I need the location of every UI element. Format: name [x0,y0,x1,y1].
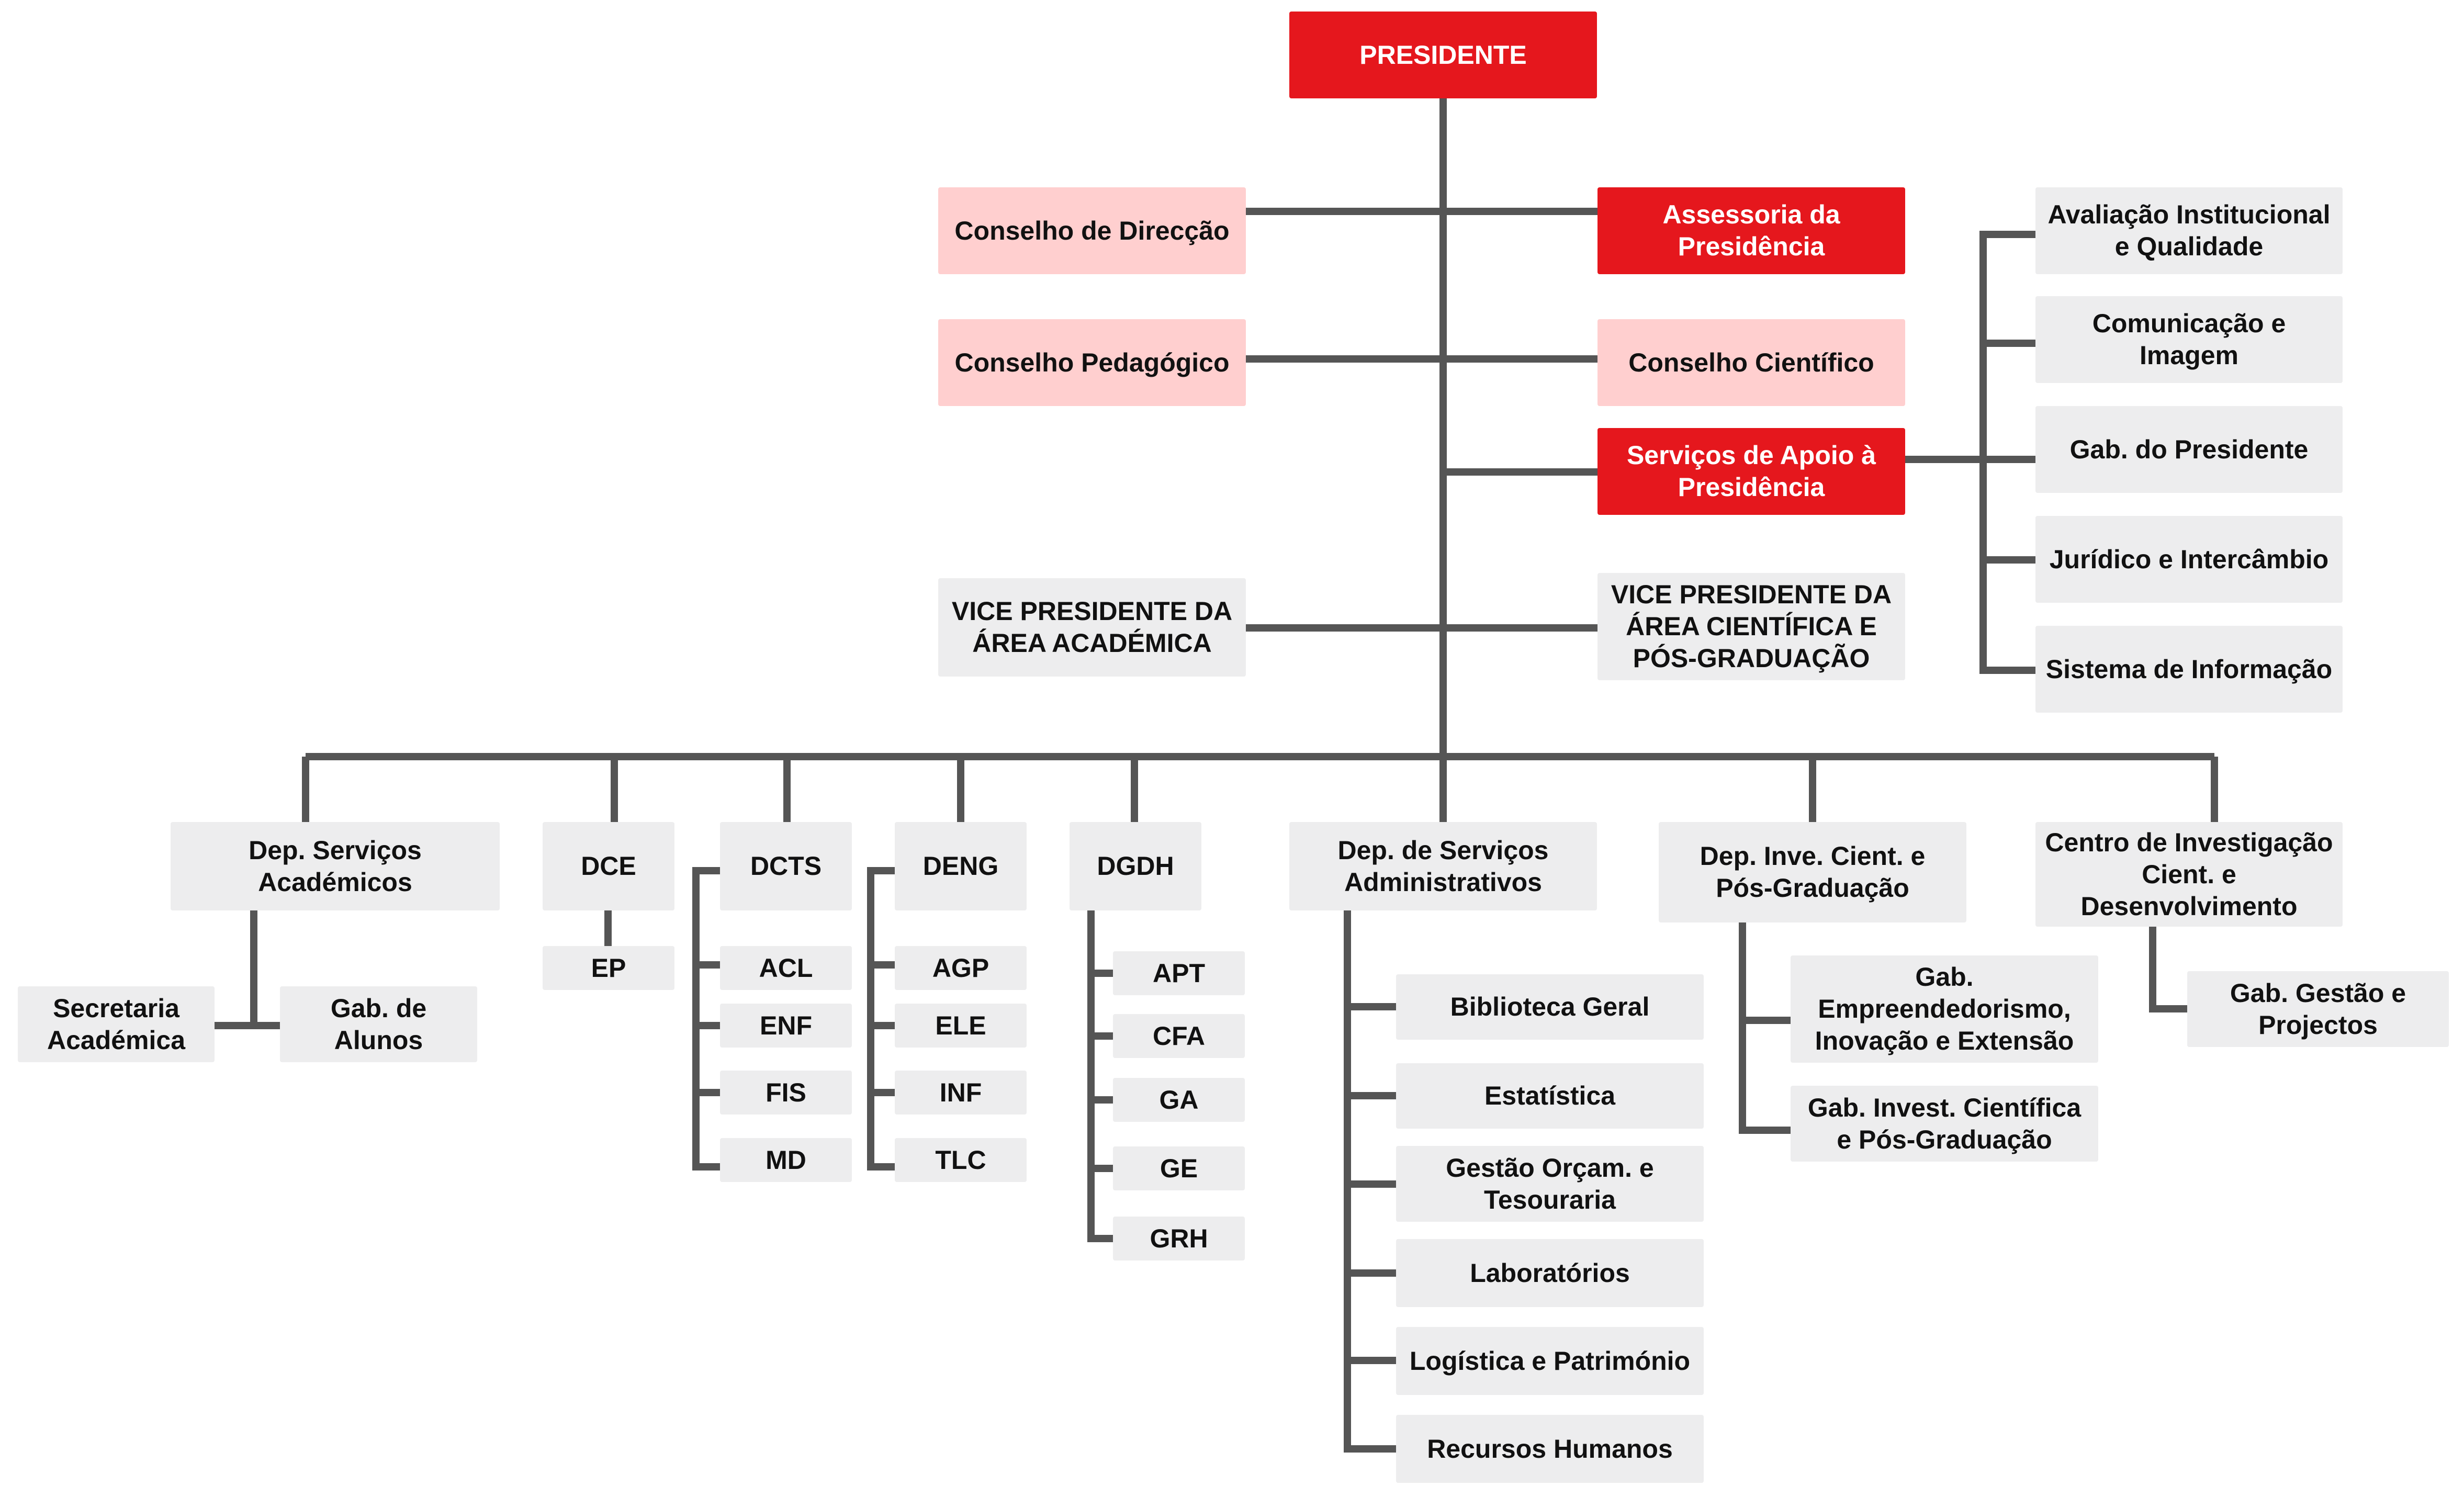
node-juridico-intercambio[interactable]: Jurídico e Intercâmbio [2035,516,2343,603]
node-gab-alunos[interactable]: Gab. de Alunos [280,986,477,1062]
node-gestao-orcamental[interactable]: Gestão Orçam. e Tesouraria [1396,1146,1704,1222]
node-conselho-pedagogico[interactable]: Conselho Pedagógico [938,319,1246,406]
apoio-bracket [1979,231,2035,674]
node-ga[interactable]: GA [1113,1078,1245,1122]
node-vice-presidente-cientifica[interactable]: VICE PRESIDENTE DA ÁREA CIENTÍFICA E PÓS… [1597,573,1905,680]
node-assessoria-presidencia[interactable]: Assessoria da Presidência [1597,187,1905,274]
node-dep-servicos-academicos[interactable]: Dep. Serviços Académicos [171,822,500,910]
node-gab-empreendedorismo[interactable]: Gab. Empreendedorismo, Inovação e Extens… [1791,955,2098,1063]
node-apt[interactable]: APT [1113,951,1245,995]
node-estatistica[interactable]: Estatística [1396,1063,1704,1129]
node-biblioteca-geral[interactable]: Biblioteca Geral [1396,974,1704,1040]
node-dep-inve-cient[interactable]: Dep. Inve. Cient. e Pós-Graduação [1659,822,1966,922]
connector-lines [215,98,2218,1453]
node-presidente[interactable]: PRESIDENTE [1289,12,1597,98]
node-md[interactable]: MD [720,1138,852,1182]
node-gab-invest-cientifica[interactable]: Gab. Invest. Científica e Pós-Graduação [1791,1086,2098,1162]
node-logistica-patrimonio[interactable]: Logística e Património [1396,1327,1704,1395]
node-recursos-humanos[interactable]: Recursos Humanos [1396,1415,1704,1483]
node-avaliacao-institucional[interactable]: Avaliação Institucional e Qualidade [2035,187,2343,274]
node-ge[interactable]: GE [1113,1146,1245,1190]
node-conselho-cientifico[interactable]: Conselho Científico [1597,319,1905,406]
node-gab-gestao-projectos[interactable]: Gab. Gestão e Projectos [2187,971,2449,1047]
node-comunicacao-imagem[interactable]: Comunicação e Imagem [2035,296,2343,383]
node-dep-servicos-administrativos[interactable]: Dep. de Serviços Administrativos [1289,822,1597,910]
node-servicos-apoio-presidencia[interactable]: Serviços de Apoio à Presidência [1597,428,1905,515]
node-gab-presidente[interactable]: Gab. do Presidente [2035,406,2343,493]
node-centro-investigacao[interactable]: Centro de Investigação Cient. e Desenvol… [2035,822,2343,927]
node-acl[interactable]: ACL [720,946,852,990]
node-dgdh[interactable]: DGDH [1070,822,1201,910]
node-deng[interactable]: DENG [895,822,1027,910]
node-sistema-informacao[interactable]: Sistema de Informação [2035,626,2343,713]
node-vice-presidente-academica[interactable]: VICE PRESIDENTE DA ÁREA ACADÉMICA [938,578,1246,677]
node-enf[interactable]: ENF [720,1004,852,1048]
node-tlc[interactable]: TLC [895,1138,1027,1182]
node-dcts[interactable]: DCTS [720,822,852,910]
node-conselho-direccao[interactable]: Conselho de Direcção [938,187,1246,274]
node-secretaria-academica[interactable]: Secretaria Académica [18,986,215,1062]
node-fis[interactable]: FIS [720,1071,852,1115]
node-grh[interactable]: GRH [1113,1217,1245,1261]
node-inf[interactable]: INF [895,1071,1027,1115]
node-dce[interactable]: DCE [543,822,674,910]
node-cfa[interactable]: CFA [1113,1014,1245,1058]
node-agp[interactable]: AGP [895,946,1027,990]
node-ep[interactable]: EP [543,946,674,990]
node-laboratorios[interactable]: Laboratórios [1396,1239,1704,1307]
node-ele[interactable]: ELE [895,1004,1027,1048]
